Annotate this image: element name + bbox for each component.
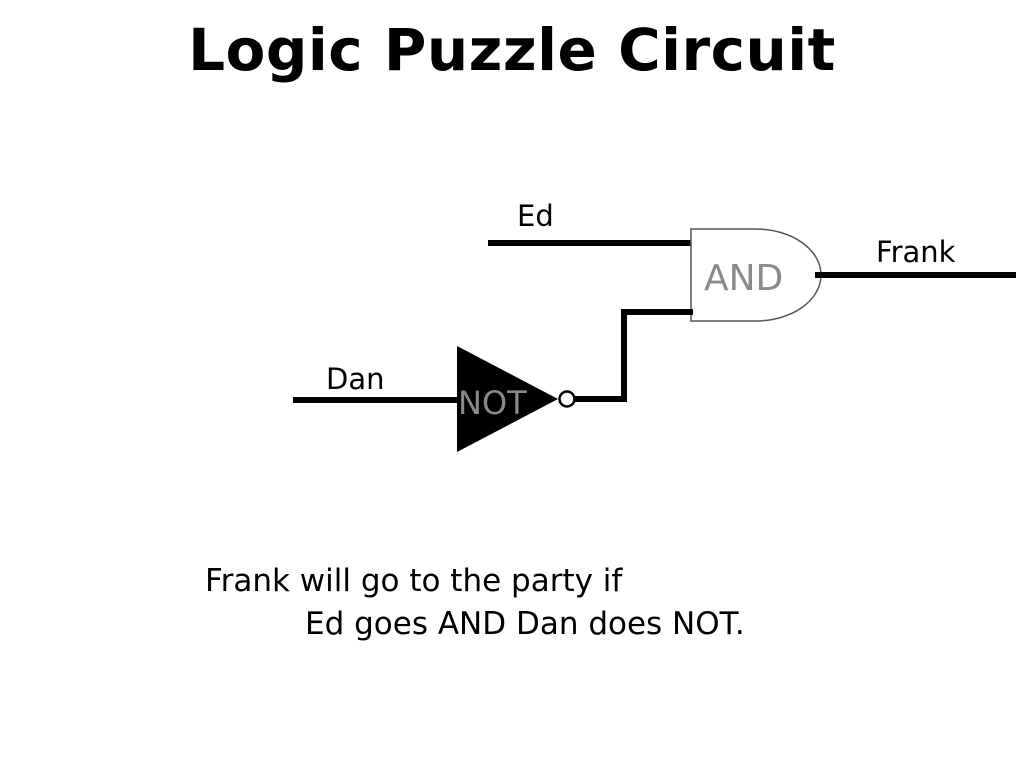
not-gate [457, 346, 558, 452]
not-to-and-wire [575, 309, 693, 402]
dan-label: Dan [326, 362, 384, 396]
caption-line-2: Ed goes AND Dan does NOT. [305, 606, 745, 642]
slide-title: Logic Puzzle Circuit [188, 16, 836, 84]
not-gate-label: NOT [458, 384, 527, 422]
and-gate-label: AND [704, 258, 783, 299]
ed-label: Ed [517, 199, 554, 233]
not-gate-bubble [558, 390, 576, 408]
frank-label: Frank [876, 235, 956, 269]
caption-line-1: Frank will go to the party if [205, 563, 623, 599]
